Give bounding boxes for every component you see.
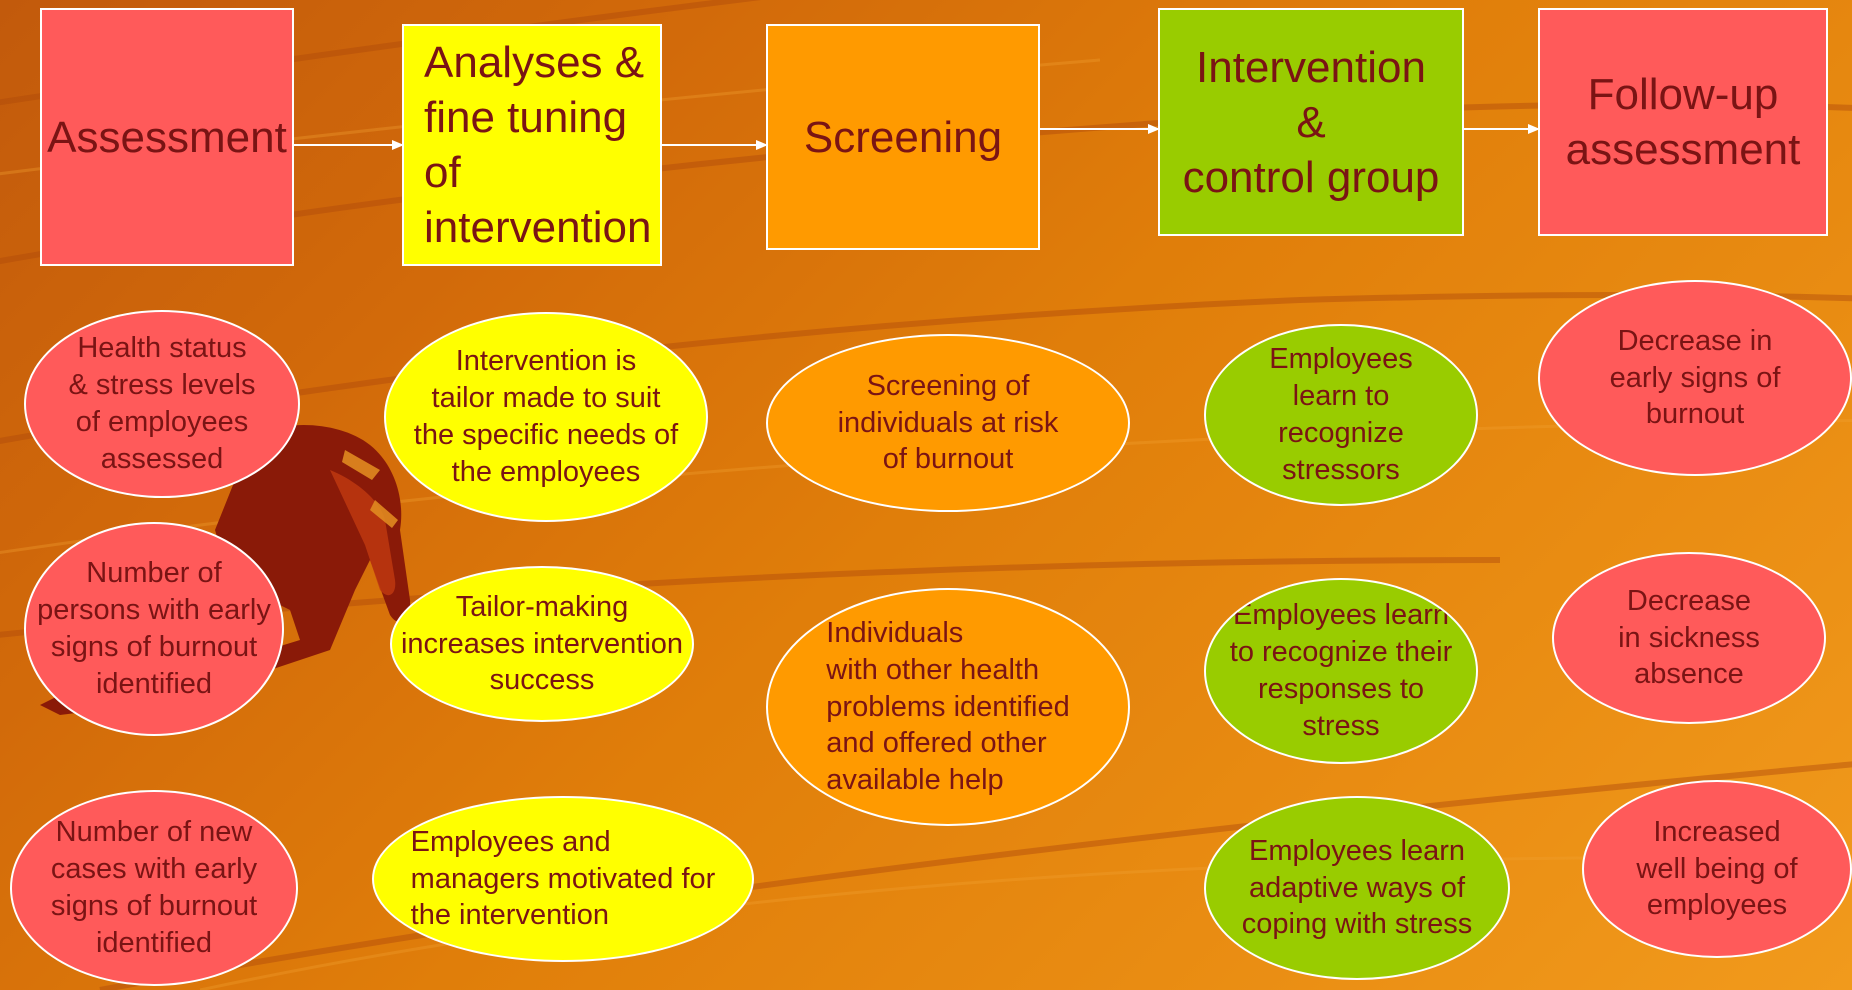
outcome-text: Employees learn to recognize stressors	[1269, 343, 1413, 486]
stage-analyses-label: Analyses & fine tuning of intervention	[424, 38, 652, 252]
outcome-text: Increased well being of employees	[1636, 815, 1798, 922]
outcome-assessment-new-cases: Number of new cases with early signs of …	[10, 790, 298, 986]
outcome-intervention-stressors: Employees learn to recognize stressors	[1204, 324, 1478, 506]
stage-analyses-box: Analyses & fine tuning of intervention	[402, 24, 662, 266]
stage-screening-box: Screening	[766, 24, 1040, 250]
stage-assessment-label: Assessment	[47, 112, 287, 162]
outcome-text: Number of persons with early signs of bu…	[37, 557, 271, 700]
outcome-text: Decrease in sickness absence	[1618, 584, 1760, 691]
outcome-followup-wellbeing: Increased well being of employees	[1582, 780, 1852, 958]
outcome-text: Individuals with other health problems i…	[826, 616, 1070, 797]
outcome-analyses-tailor-made: Intervention is tailor made to suit the …	[384, 312, 708, 522]
stage-assessment-box: Assessment	[40, 8, 294, 266]
outcome-analyses-motivation: Employees and managers motivated for the…	[372, 796, 754, 962]
outcome-text: Number of new cases with early signs of …	[50, 816, 258, 959]
outcome-text: Intervention is tailor made to suit the …	[413, 345, 679, 488]
outcome-analyses-tailor-success: Tailor-making increases intervention suc…	[390, 566, 694, 722]
outcome-followup-sickness: Decrease in sickness absence	[1552, 552, 1826, 724]
outcome-screening-risk: Screening of individuals at risk of burn…	[766, 334, 1130, 512]
outcome-followup-early-signs: Decrease in early signs of burnout	[1538, 280, 1852, 476]
outcome-intervention-responses: Employees learn to recognize their respo…	[1204, 578, 1478, 764]
outcome-text: Decrease in early signs of burnout	[1609, 324, 1781, 431]
stage-intervention-label: Intervention & control group	[1182, 42, 1440, 202]
stage-screening-label: Screening	[803, 112, 1003, 162]
outcome-assessment-early-signs: Number of persons with early signs of bu…	[24, 522, 284, 736]
outcome-text: Tailor-making increases intervention suc…	[400, 590, 684, 697]
runner-silhouette-icon	[40, 425, 411, 715]
outcome-text: Employees learn adaptive ways of coping …	[1241, 834, 1473, 941]
outcome-text: Health status & stress levels of employe…	[68, 332, 256, 475]
outcome-assessment-health-status: Health status & stress levels of employe…	[24, 310, 300, 498]
stage-followup-box: Follow-up assessment	[1538, 8, 1828, 236]
outcome-text: Screening of individuals at risk of burn…	[837, 369, 1059, 476]
outcome-text: Employees and managers motivated for the…	[410, 825, 716, 932]
outcome-intervention-coping: Employees learn adaptive ways of coping …	[1204, 796, 1510, 980]
stage-intervention-box: Intervention & control group	[1158, 8, 1464, 236]
outcome-text: Employees learn to recognize their respo…	[1229, 599, 1453, 742]
outcome-screening-other-problems: Individuals with other health problems i…	[766, 588, 1130, 826]
stage-followup-label: Follow-up assessment	[1565, 70, 1801, 174]
